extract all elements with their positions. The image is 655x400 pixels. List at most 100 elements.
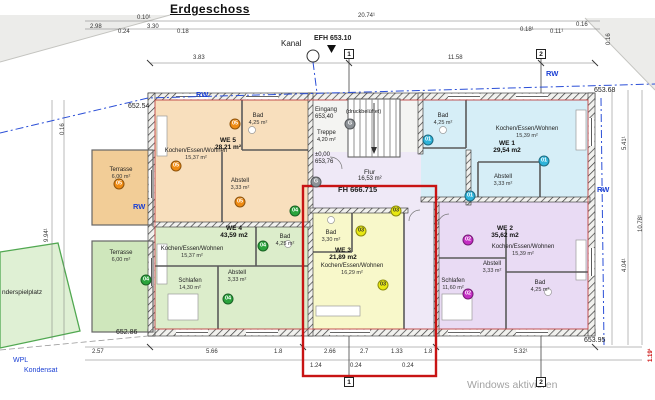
dimension-label: 1.8 (424, 349, 433, 355)
unit-badge-04: 04 (257, 240, 269, 252)
staircase (347, 98, 401, 158)
highlight-rectangle (301, 184, 438, 378)
dimension-label: 2.98 (90, 24, 102, 30)
dimension-label: 2.66 (324, 349, 336, 355)
dimension-label: 10.78¹ (638, 214, 644, 232)
dimension-label: 0.16 (60, 123, 66, 135)
elevation-top-right: 653.68 (594, 87, 616, 94)
unit-badge-04: 04 (289, 205, 301, 217)
section-marker-2-top: 2 (536, 49, 546, 59)
section-marker-2-bottom: 2 (536, 377, 546, 387)
unit-badge-04: 04 (140, 274, 152, 286)
unit-badge-03: 03 (390, 205, 402, 217)
dimension-label: 0.24 (350, 363, 362, 369)
door-arcs (329, 156, 450, 226)
playground-label: nderspielplatz (2, 289, 43, 296)
unit-badge-01: 01 (422, 134, 434, 146)
g-marker-badge: G (310, 176, 322, 188)
dimension-label: 9.94¹ (44, 228, 50, 242)
efh-elevation-label: EFH 653.10 (314, 35, 352, 42)
unit-badge-03: 03 (377, 279, 389, 291)
unit-badge-05: 05 (113, 178, 125, 190)
flur-area: 16,53 m² (358, 176, 382, 182)
dimension-label: 0.24 (118, 29, 130, 35)
dimension-label: 0.18 (177, 29, 189, 35)
rw-label: RW (597, 185, 610, 194)
level-elevation: 653,76 (315, 159, 334, 165)
dimension-label: 5.32¹ (514, 349, 528, 355)
dimension-label: 4.04¹ (622, 258, 628, 272)
dimension-label: 5.41¹ (622, 136, 628, 150)
dimension-label: 2.57 (92, 349, 104, 355)
rw-label: RW (196, 90, 209, 99)
furniture-outlines (156, 109, 587, 321)
elevation-bottom-right: 653.95 (584, 337, 606, 344)
treppe-label: Treppe (317, 130, 336, 136)
drainage-lines (0, 61, 655, 346)
flur-label: Flur (364, 169, 376, 176)
fh-dimension-label: FH 666.715 (338, 185, 378, 194)
kondensat-label: Kondensat (24, 367, 58, 374)
windows-activation-watermark: Windows aktivieren (467, 379, 558, 391)
wpl-label: WPL (13, 357, 29, 364)
section-marker-1-top: 1 (344, 49, 354, 59)
unit-badge-03: 03 (355, 225, 367, 237)
unit-badge-05: 05 (170, 160, 182, 172)
dimension-label: 20.74¹ (358, 13, 376, 19)
eingang-elevation: 653,40 (315, 114, 334, 120)
interior-walls (153, 95, 588, 329)
dimension-label: 0.16 (606, 33, 612, 45)
rw-label: RW (133, 202, 146, 211)
rw-label: RW (546, 69, 559, 78)
dimension-label: 0.11¹ (550, 29, 564, 35)
unit-badge-04: 04 (222, 293, 234, 305)
unit-badge-02: 02 (462, 288, 474, 300)
dimension-label: 3.83 (193, 55, 205, 61)
elevation-bottom-left: 652.86 (116, 329, 138, 336)
section-marker-1-bottom: 1 (344, 377, 354, 387)
page-title: Erdgeschoss (170, 2, 250, 16)
dimension-label: 2.7 (360, 349, 369, 355)
unit-badge-02: 02 (462, 234, 474, 246)
unit-badge-01: 01 (538, 155, 550, 167)
dimension-label: 11.58 (448, 55, 463, 61)
unit-badge-01: 01 (464, 190, 476, 202)
treppe-area: 4,20 m² (317, 137, 336, 143)
efh-arrow-icon (327, 45, 336, 53)
dimension-label: 3.30 (147, 24, 159, 30)
dimension-lines (51, 20, 643, 361)
dimension-label: 0.10¹ (137, 15, 151, 21)
dimension-label: 1.19¹ (648, 348, 654, 362)
playground-area (0, 242, 81, 349)
level-label: ±0,00 (315, 152, 330, 158)
zone-we4-terrace (92, 241, 153, 332)
dimension-label: 0.24 (402, 363, 414, 369)
kanal-label: Kanal (281, 39, 302, 48)
elevation-top-left: 652.54 (128, 103, 150, 110)
dimension-label: 5.66 (206, 349, 218, 355)
dimension-label: 1.24 (310, 363, 322, 369)
dimension-label: 0.18¹ (520, 27, 534, 33)
